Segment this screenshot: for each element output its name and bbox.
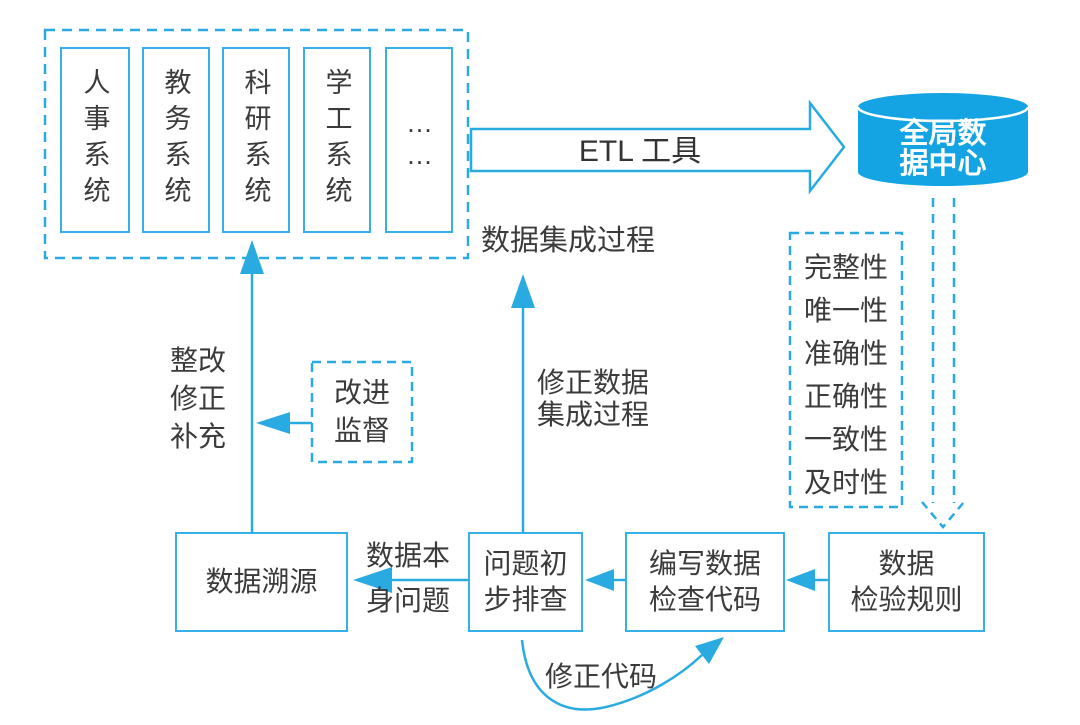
arrow-fix-integration-head (511, 274, 535, 308)
system-box-student: 学工系统 (303, 47, 371, 233)
data-self-issue-label: 数据本 身问题 (365, 540, 450, 616)
system-box-personnel: 人事系统 (60, 47, 130, 233)
quality-attributes-box: 完整性 唯一性 准确性 正确性 一致性 及时性 (790, 233, 902, 507)
integration-process-label: 数据集成过程 (481, 225, 656, 257)
data-center-cylinder (858, 93, 1028, 186)
rectify-label: 整改 修正 补充 (169, 345, 226, 452)
system-box-personnel-label: 人事系统 (79, 68, 110, 212)
quality-attributes-dashed-frame (788, 231, 904, 509)
system-box-ellipsis: …… (385, 47, 453, 233)
system-box-student-label: 学工系统 (321, 68, 352, 212)
flow-box-problem-probe: 问题初 步排查 (468, 532, 583, 632)
cylinder-top-rim (856, 106, 1030, 123)
flow-box-write-check-code-label: 编写数据 检查代码 (648, 548, 761, 615)
arrow-fix-code-head (695, 637, 724, 664)
quality-item-correctness: 正确性 (803, 381, 888, 412)
system-box-academic: 教务系统 (142, 47, 210, 233)
arrow-improve-head (256, 412, 290, 434)
arrow-probe-to-trace-head (353, 567, 392, 593)
data-center-label: 全局数 据中心 (899, 118, 987, 180)
arrow-rules-to-write-head (786, 569, 815, 591)
system-box-research: 科研系统 (222, 47, 290, 233)
quality-item-accuracy: 准确性 (803, 338, 888, 369)
etl-arrow-label: ETL 工具 (578, 135, 702, 168)
flow-box-data-trace: 数据溯源 (175, 532, 348, 632)
improve-supervise-dashed-frame (310, 360, 414, 464)
flow-box-write-check-code: 编写数据 检查代码 (625, 532, 785, 632)
quality-item-timeliness: 及时性 (803, 467, 888, 498)
source-systems-dashed-frame (43, 28, 470, 260)
flow-box-data-trace-label: 数据溯源 (205, 566, 318, 597)
arrow-rectify-up-head (240, 240, 264, 274)
arrow-fix-code-curve (520, 639, 703, 711)
system-box-academic-label: 教务系统 (160, 68, 191, 212)
system-box-ellipsis-dots: …… (404, 108, 435, 172)
flow-box-problem-probe-label: 问题初 步排查 (483, 548, 568, 615)
quality-item-consistency: 一致性 (803, 424, 888, 455)
dashed-arrowhead-down (921, 501, 965, 529)
fix-code-label: 修正代码 (545, 661, 658, 692)
flow-box-check-rules: 数据 检验规则 (828, 532, 985, 632)
etl-big-arrow (469, 99, 846, 195)
system-box-research-label: 科研系统 (240, 68, 271, 212)
flow-box-check-rules-label: 数据 检验规则 (850, 548, 963, 615)
arrow-write-to-probe-head (585, 569, 614, 591)
quality-item-uniqueness: 唯一性 (803, 295, 888, 326)
fix-integration-label: 修正数据 集成过程 (537, 367, 650, 430)
quality-item-completeness: 完整性 (803, 252, 888, 283)
improve-supervise-label: 改进 监督 (333, 377, 390, 446)
